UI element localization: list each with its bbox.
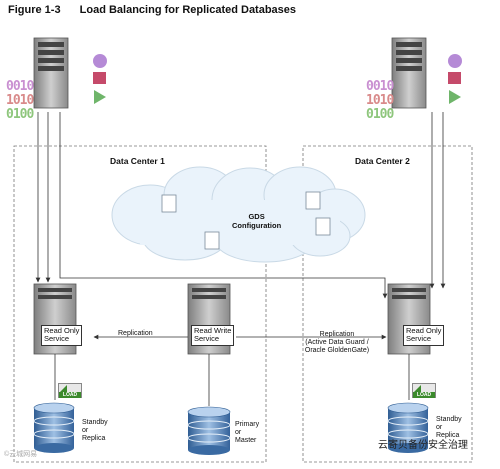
load-badge-text: LOAD [59, 392, 81, 398]
service-label-line-2: Service [44, 334, 70, 344]
binary-line-3: 0100 [6, 107, 34, 122]
figure-title: Figure 1-3 Load Balancing for Replicated… [8, 4, 296, 16]
client-server-right [391, 37, 427, 109]
load-badge-right: LOAD [412, 383, 436, 398]
db-label-line-2: or [436, 424, 443, 432]
gds-configuration-label: GDS Configuration [232, 212, 282, 230]
service-label-line-1: Read Only [44, 326, 80, 335]
service-label-line-2: Service [406, 334, 432, 344]
figure-caption: Load Balancing for Replicated Databases [79, 4, 297, 16]
binary-line-1: 0010 [366, 79, 394, 94]
client-shapes-right [448, 54, 462, 104]
binary-data-right: 0010 1010 0100 [366, 79, 394, 122]
read-write-service: Read Write Service [191, 325, 235, 346]
read-only-service-right: Read Only Service [403, 325, 445, 346]
figure-number: Figure 1-3 [8, 4, 61, 16]
binary-data-left: 0010 1010 0100 [6, 79, 34, 122]
database-left [33, 402, 75, 453]
database-right [387, 402, 429, 453]
client-server-left [33, 37, 69, 109]
load-icon [414, 385, 421, 392]
binary-line-2: 1010 [366, 93, 394, 108]
read-only-service-left: Read Only Service [41, 325, 83, 346]
db-label-line-1: Standby [82, 419, 108, 426]
service-label-line-1: Read Only [406, 326, 442, 335]
db-label-line-1: Primary [235, 421, 260, 428]
load-badge-text: LOAD [413, 392, 435, 398]
gds-label-line-2: Configuration [232, 220, 282, 230]
binary-line-3: 0100 [366, 107, 394, 122]
request-arrow-3 [59, 112, 388, 299]
database-middle-label: Primary or Master [235, 421, 259, 445]
db-label-line-3: Replica [82, 435, 106, 443]
replication-line-3: Oracle GloldenGate) [304, 347, 370, 355]
replication-line-1: Replication [319, 331, 355, 338]
service-label-line-1: Read Write [194, 326, 232, 335]
cloud-document-icons [161, 191, 331, 250]
data-center-2-label: Data Center 2 [355, 156, 410, 166]
db-label-line-3: Replica [436, 432, 460, 440]
client-shapes-left [93, 54, 107, 104]
binary-line-1: 0010 [6, 79, 34, 94]
binary-line-2: 1010 [6, 93, 34, 108]
gds-label-line-1: GDS [248, 212, 265, 221]
watermark-left: ©云城网易 [4, 451, 38, 458]
load-icon [60, 385, 67, 392]
db-label-line-3: Master [235, 437, 257, 445]
replication-label-left: Replication [118, 330, 153, 337]
database-middle [187, 406, 231, 455]
database-left-label: Standby or Replica [82, 419, 108, 443]
load-badge-left: LOAD [58, 383, 82, 398]
db-label-line-2: or [82, 427, 89, 435]
data-center-1-boundary [13, 145, 267, 463]
watermark-right: 云寄贝备份安全治理 [378, 440, 468, 451]
database-right-label: Standby or Replica [436, 416, 462, 440]
replication-label-right: Replication (Active Data Guard / Oracle … [292, 331, 382, 355]
db-label-line-1: Standby [436, 416, 462, 423]
db-label-line-2: or [235, 429, 242, 437]
replication-line-2: (Active Data Guard / [305, 339, 369, 347]
service-label-line-2: Service [194, 334, 220, 344]
data-center-1-label: Data Center 1 [110, 156, 165, 166]
data-center-2-boundary [302, 145, 473, 463]
